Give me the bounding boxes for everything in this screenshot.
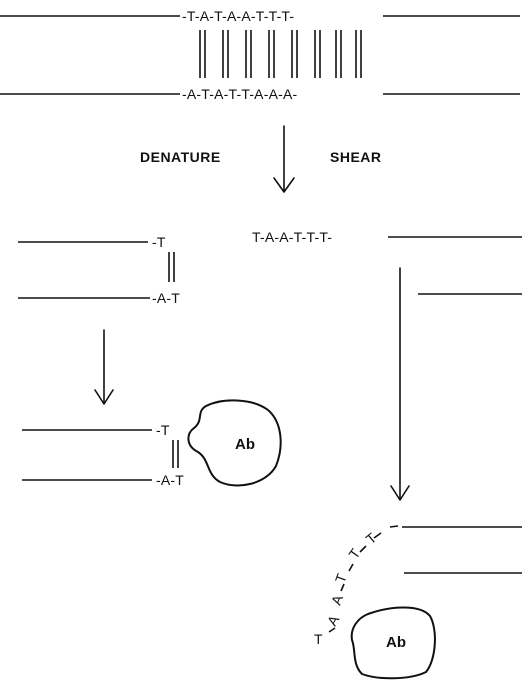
left-antibody-label: Ab bbox=[235, 436, 255, 453]
right-bound-complex: T A A T T T Ab bbox=[314, 526, 522, 678]
right-fragment-single-strand: T-A-A-T-T-T- bbox=[252, 229, 332, 245]
curved-base-4: T bbox=[332, 571, 350, 585]
left-fragment: -T -A-T bbox=[18, 234, 180, 306]
left-down-arrow bbox=[95, 330, 113, 404]
right-down-arrow bbox=[391, 268, 409, 500]
curved-base-2: A bbox=[324, 612, 343, 629]
main-down-arrow bbox=[274, 126, 294, 192]
curved-base-3: A bbox=[328, 592, 346, 607]
left-fragment-bond bbox=[169, 252, 174, 282]
left-bound-bond bbox=[173, 440, 178, 468]
left-bound-lower-end: -A-T bbox=[156, 472, 184, 488]
curved-base-1: T bbox=[314, 631, 323, 647]
left-bound-complex: -T -A-T Ab bbox=[22, 400, 281, 488]
top-upper-sequence: -T-A-T-A-A-T-T-T- bbox=[182, 8, 294, 24]
curved-base-6: T bbox=[363, 529, 380, 547]
curved-base-5: T bbox=[345, 545, 363, 562]
left-fragment-lower-end: -A-T bbox=[152, 290, 180, 306]
top-lower-sequence: -A-T-A-T-T-A-A-A- bbox=[182, 86, 298, 102]
left-fragment-upper-end: -T bbox=[152, 234, 166, 250]
right-fragment: T-A-A-T-T-T- bbox=[252, 229, 522, 294]
denature-label: DENATURE bbox=[140, 149, 221, 165]
left-bound-upper-end: -T bbox=[156, 422, 170, 438]
right-antibody-label: Ab bbox=[386, 634, 406, 651]
shear-label: SHEAR bbox=[330, 149, 382, 165]
top-duplex: -T-A-T-A-A-T-T-T- -A-T-A-T-T-A-A-A- bbox=[0, 8, 520, 102]
top-base-pair-bonds bbox=[200, 30, 361, 78]
